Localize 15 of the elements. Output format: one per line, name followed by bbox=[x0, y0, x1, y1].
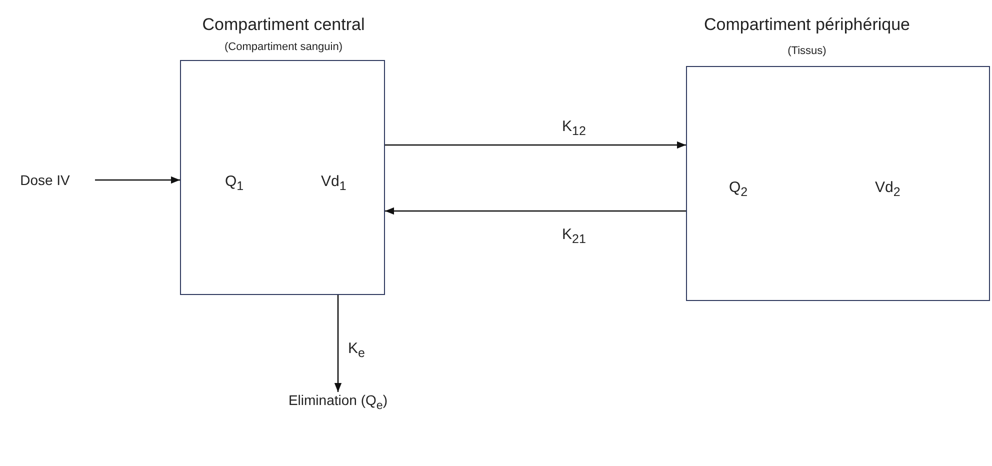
arrow bbox=[334, 295, 342, 392]
quantity-label: Q$_{2}$ bbox=[729, 179, 749, 200]
arrow bbox=[385, 207, 686, 215]
edge-label: K$_{e}$ bbox=[346, 340, 367, 360]
compartment-title: Compartiment périphérique bbox=[703, 15, 911, 35]
volume-label: Vd$_{1}$ bbox=[321, 173, 348, 194]
compartment-subtitle: (Compartiment sanguin) bbox=[224, 41, 344, 54]
compartment-subtitle: (Tissus) bbox=[786, 45, 828, 58]
output-label: Elimination (Q$_{e}$) bbox=[287, 392, 389, 412]
input-label: Dose IV bbox=[19, 172, 71, 188]
quantity-label: Q$_{1}$ bbox=[225, 173, 245, 194]
compartment-title: Compartiment central bbox=[201, 15, 366, 35]
arrow bbox=[385, 141, 686, 149]
arrow bbox=[95, 176, 180, 184]
volume-label: Vd$_{2}$ bbox=[875, 179, 902, 200]
